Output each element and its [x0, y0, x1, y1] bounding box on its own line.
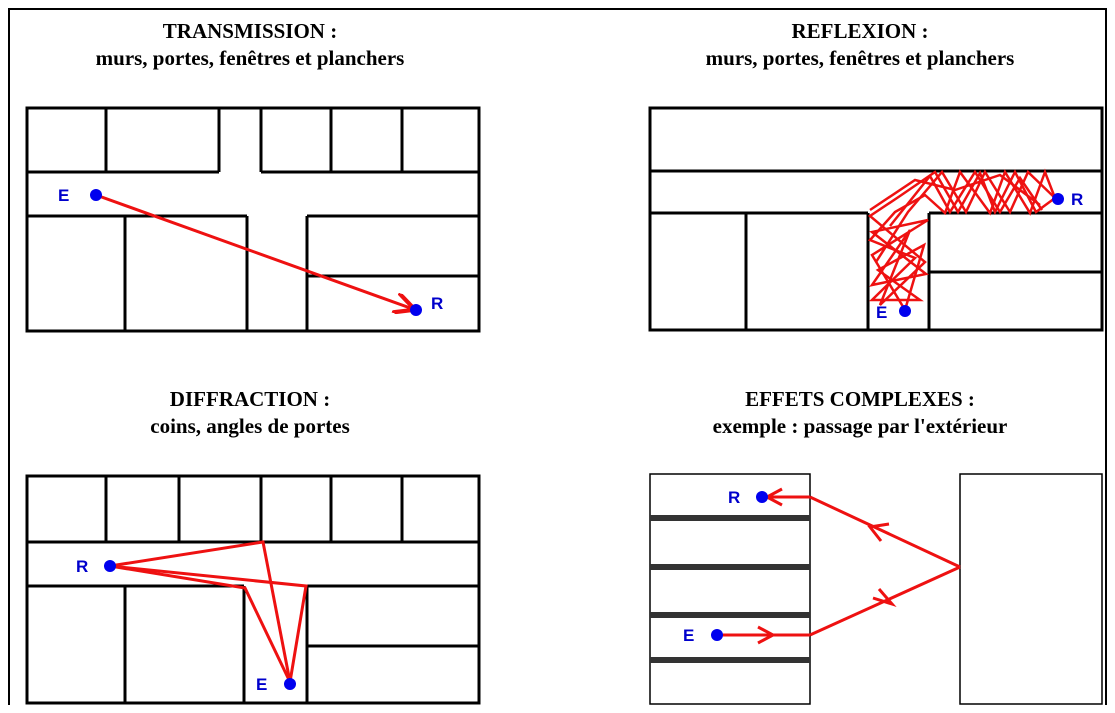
diffraction-subheading: coins, angles de portes: [150, 414, 350, 438]
complexes-receiver-dot: [756, 491, 768, 503]
reflexion-title: REFLEXION : murs, portes, fenêtres et pl…: [640, 18, 1080, 72]
reflexion-emitter-dot: [899, 305, 911, 317]
transmission-heading: TRANSMISSION :: [162, 19, 338, 43]
transmission-floorplan: [25, 106, 481, 333]
diffraction-emitter-dot: [284, 678, 296, 690]
diffraction-emitter-label: E: [256, 675, 267, 694]
reflexion-floorplan: [648, 106, 1104, 332]
transmission-emitter-dot: [90, 189, 102, 201]
complexes-emitter-label: E: [683, 626, 694, 645]
diffraction-receiver-dot: [104, 560, 116, 572]
complexes-subheading: exemple : passage par l'extérieur: [712, 414, 1008, 438]
transmission-ray: [95, 193, 413, 309]
figure-frame: [8, 8, 1107, 705]
diffraction-receiver-label: R: [76, 557, 88, 576]
reflexion-heading: REFLEXION :: [791, 19, 929, 43]
diffraction-title: DIFFRACTION : coins, angles de portes: [40, 386, 460, 440]
complexes-floor-slabs: [650, 515, 810, 663]
reflexion-receiver-dot: [1052, 193, 1064, 205]
transmission-title: TRANSMISSION : murs, portes, fenêtres et…: [40, 18, 460, 72]
diffraction-floorplan: [25, 474, 481, 705]
transmission-emitter-label: E: [58, 186, 69, 205]
reflexion-receiver-label: R: [1071, 190, 1083, 209]
complexes-rays: [718, 487, 961, 645]
reflexion-emitter-label: E: [876, 303, 887, 322]
complexes-title: EFFETS COMPLEXES : exemple : passage par…: [640, 386, 1080, 440]
complexes-building: [649, 473, 1103, 705]
diffraction-heading: DIFFRACTION :: [169, 387, 331, 411]
reflexion-subheading: murs, portes, fenêtres et planchers: [705, 46, 1015, 70]
reflexion-rays: [867, 168, 1057, 311]
complexes-heading: EFFETS COMPLEXES :: [745, 387, 975, 411]
transmission-receiver-dot: [410, 304, 422, 316]
complexes-receiver-label: R: [728, 488, 740, 507]
complexes-emitter-dot: [711, 629, 723, 641]
transmission-receiver-label: R: [431, 294, 443, 313]
transmission-subheading: murs, portes, fenêtres et planchers: [95, 46, 405, 70]
diffraction-rays: [109, 540, 308, 683]
